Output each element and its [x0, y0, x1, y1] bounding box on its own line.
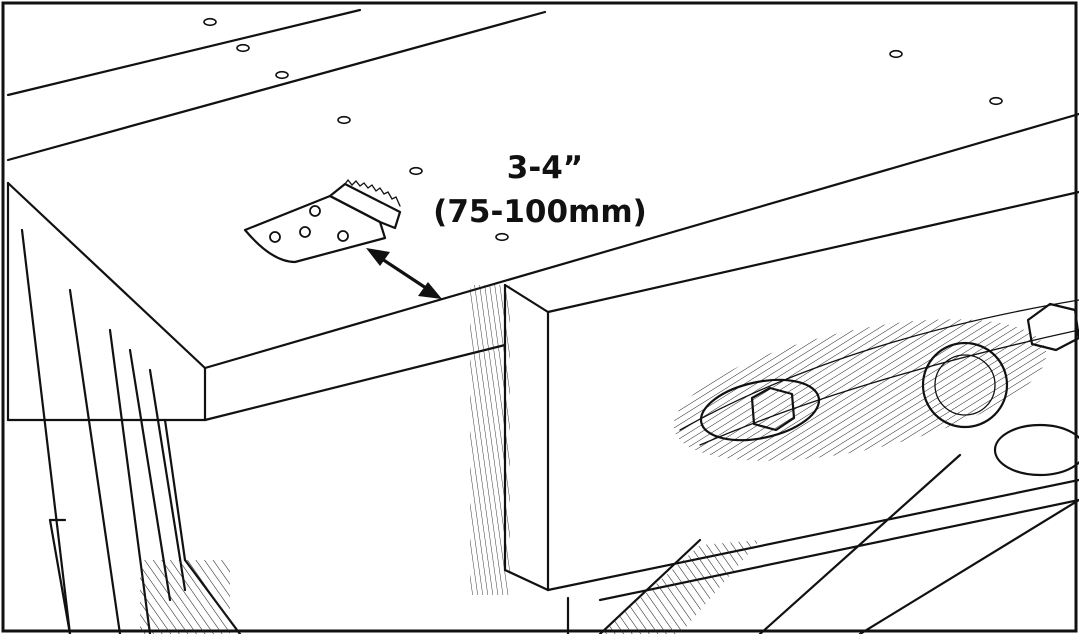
bench-legs: [20, 228, 242, 634]
vise-screw-assembly: [673, 299, 1079, 477]
dog-holes: [203, 17, 1003, 242]
dimension-metric: (75-100mm): [433, 194, 647, 230]
double-arrow-icon: [366, 248, 442, 299]
bench-top: [6, 8, 1079, 422]
dimension-imperial: 3-4”: [507, 150, 583, 186]
vise-chop: [470, 190, 1079, 634]
bench-stop-icon: [243, 178, 402, 264]
